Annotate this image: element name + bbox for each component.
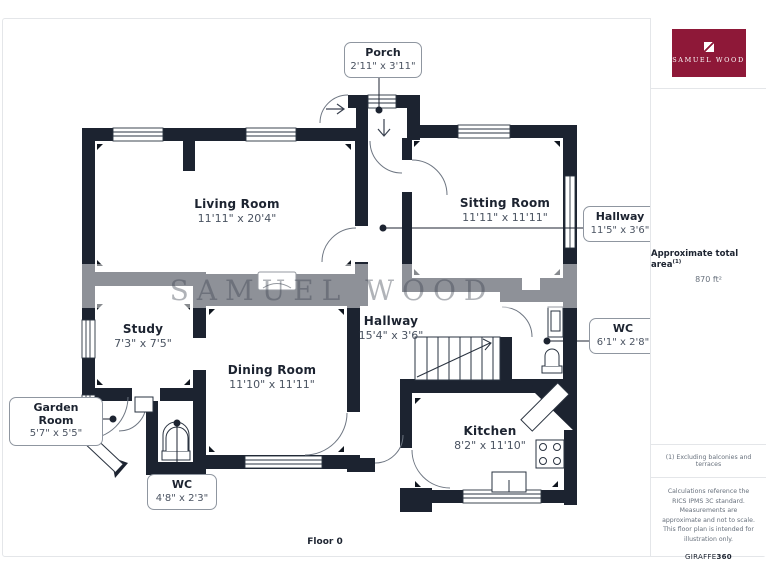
room-label-kitchen: Kitchen 8'2" x 11'10" xyxy=(412,424,568,452)
total-area-section: Approximate total area(1) 870 ft² xyxy=(651,89,766,444)
room-dims: 7'3" x 7'5" xyxy=(114,336,172,350)
callout-name: Garden Room xyxy=(33,401,79,427)
callout-hallway: Hallway 11'5" x 3'6" xyxy=(583,206,657,243)
callout-dims: 5'7" x 5'5" xyxy=(29,428,83,440)
total-area-label: Approximate total area(1) xyxy=(651,249,766,270)
disclaimer-section: Calculations reference the RICS IPMS 3C … xyxy=(651,477,766,561)
callout-name: Hallway xyxy=(595,210,645,223)
room-label-living-room: Living Room 11'11" x 20'4" xyxy=(157,197,317,225)
callout-wc-bottom: WC 4'8" x 2'3" xyxy=(147,474,217,511)
giraffe360-brand: GIRAFFE360 xyxy=(660,552,757,563)
callout-dims: 11'5" x 3'6" xyxy=(590,224,650,236)
watermark-band xyxy=(82,264,577,308)
callout-wc-side: WC 6'1" x 2'8" xyxy=(589,318,657,355)
samuel-wood-logo: SAMUEL WOOD xyxy=(671,29,746,77)
cupboard-icon xyxy=(134,396,154,413)
floor-label: Floor 0 xyxy=(307,537,343,547)
footnote: (1) Excluding balconies and terraces xyxy=(651,444,766,477)
callout-dots xyxy=(109,106,551,427)
room-name: Living Room xyxy=(194,197,280,211)
logo-text: SAMUEL WOOD xyxy=(672,56,745,64)
room-label-hallway: Hallway 15'4" x 3'6" xyxy=(326,314,456,342)
watermark-text: SAMUEL WOOD xyxy=(170,274,495,307)
callout-dims: 4'8" x 2'3" xyxy=(155,492,209,504)
room-name: Hallway xyxy=(363,314,419,328)
callout-dims: 6'1" x 2'8" xyxy=(596,336,650,348)
total-area-label-text: Approximate total area xyxy=(651,249,739,270)
room-name: Kitchen xyxy=(463,424,517,438)
callout-name: WC xyxy=(171,478,193,491)
total-area-value: 870 ft² xyxy=(695,274,722,284)
kitchen-sink-icon xyxy=(491,471,527,493)
stairs xyxy=(414,336,501,381)
room-label-study: Study 7'3" x 7'5" xyxy=(83,322,203,350)
room-name: Study xyxy=(122,322,164,336)
toilet-icon xyxy=(541,348,563,374)
room-dims: 11'11" x 20'4" xyxy=(197,211,277,225)
windows xyxy=(80,94,576,504)
counter-icon xyxy=(520,382,570,432)
room-dims: 11'11" x 11'11" xyxy=(462,210,548,224)
logo-section: SAMUEL WOOD xyxy=(651,18,766,89)
fixtures xyxy=(134,271,570,493)
total-area-superscript: (1) xyxy=(672,259,682,266)
logo-mark-icon xyxy=(703,42,714,52)
disclaimer-text: Calculations reference the RICS IPMS 3C … xyxy=(662,488,755,544)
brand-text: GIRAFFE xyxy=(685,552,717,561)
entrance-arrow-icon xyxy=(326,103,391,137)
callout-dims: 2'11" x 3'11" xyxy=(350,60,416,72)
room-name: Dining Room xyxy=(227,363,317,377)
sink-icon xyxy=(547,306,564,338)
room-name: Sitting Room xyxy=(459,196,551,210)
room-dims: 8'2" x 11'10" xyxy=(454,438,526,452)
callout-name: WC xyxy=(612,322,634,335)
callout-name: Porch xyxy=(365,46,401,59)
info-sidebar: SAMUEL WOOD Approximate total area(1) 87… xyxy=(650,18,766,561)
callout-porch: Porch 2'11" x 3'11" xyxy=(344,42,422,79)
room-dims: 11'10" x 11'11" xyxy=(229,377,315,391)
room-dims: 15'4" x 3'6" xyxy=(358,328,424,342)
room-label-sitting-room: Sitting Room 11'11" x 11'11" xyxy=(425,196,585,224)
brand-suffix: 360 xyxy=(716,552,732,561)
room-label-dining-room: Dining Room 11'10" x 11'11" xyxy=(192,363,352,391)
hob-icon xyxy=(535,439,565,469)
toilet-icon xyxy=(161,421,191,461)
callout-garden-room: Garden Room 5'7" x 5'5" xyxy=(9,397,103,446)
